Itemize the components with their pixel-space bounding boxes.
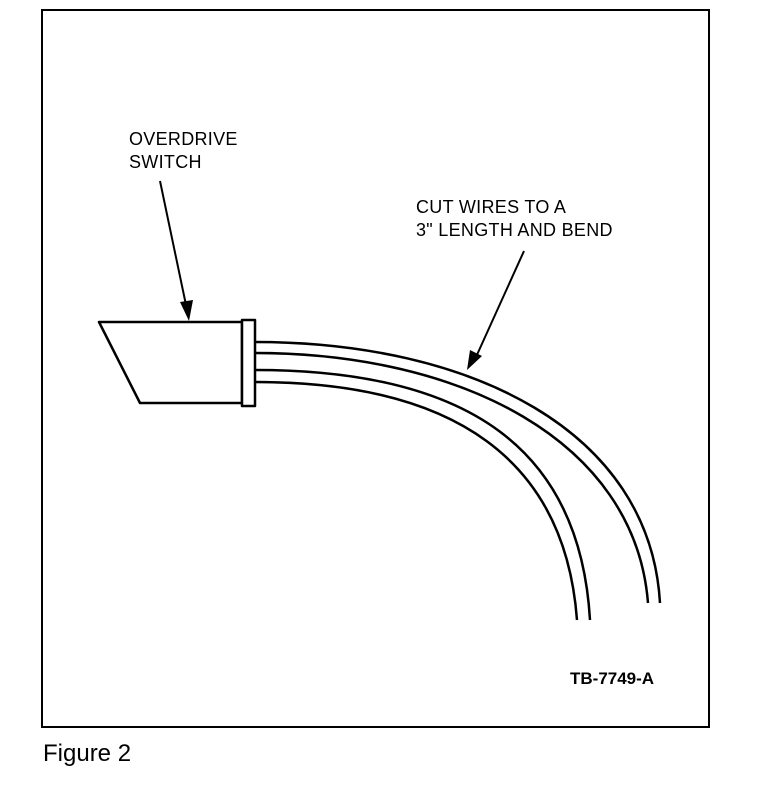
- wire-2-edge-b: [254, 380, 579, 621]
- overdrive-switch-label-line-1: OVERDRIVE: [129, 129, 238, 149]
- wire-2-edge-a: [254, 368, 592, 621]
- wires: [254, 340, 662, 621]
- wire-1-edge-a: [254, 340, 662, 604]
- cut-wires-label-line-1: CUT WIRES TO A: [416, 197, 567, 217]
- cut-wires-label: CUT WIRES TO A 3" LENGTH AND BEND: [416, 196, 613, 242]
- wires-leader-arrow: [467, 250, 525, 370]
- switch-body: [97, 318, 257, 408]
- diagram-frame: [41, 9, 710, 728]
- figure-caption: Figure 2: [43, 740, 132, 767]
- wire-1-edge-b: [254, 351, 650, 604]
- cut-wires-label-line-2: 3" LENGTH AND BEND: [416, 220, 613, 240]
- overdrive-switch-label-line-2: SWITCH: [129, 152, 202, 172]
- switch-leader-arrow: [159, 180, 193, 321]
- reference-code: TB-7749-A: [570, 669, 655, 688]
- overdrive-switch-label: OVERDRIVE SWITCH: [129, 128, 238, 174]
